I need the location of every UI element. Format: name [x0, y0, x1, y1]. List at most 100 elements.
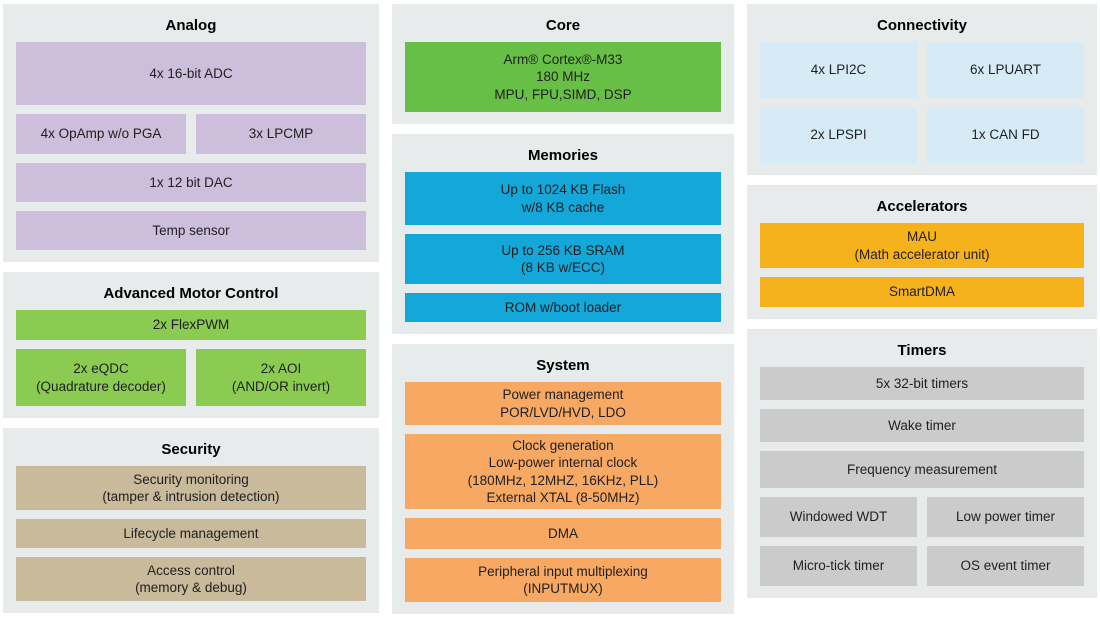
block-adc: 4x 16-bit ADC — [16, 42, 366, 105]
column-middle: Core Arm® Cortex®-M33 180 MHz MPU, FPU,S… — [391, 4, 734, 614]
block-label: Micro-tick timer — [792, 558, 885, 574]
panel-body-system: Power management POR/LVD/HVD, LDO Clock … — [404, 382, 721, 602]
block-label: Up to 1024 KB Flash — [500, 182, 626, 198]
panel-core: Core Arm® Cortex®-M33 180 MHz MPU, FPU,S… — [391, 4, 734, 124]
block-label: 2x LPSPI — [810, 127, 867, 143]
block-micro-tick-timer: Micro-tick timer — [759, 546, 917, 586]
block-opamp: 4x OpAmp w/o PGA — [16, 114, 186, 154]
block-label: (8 KB w/ECC) — [520, 260, 605, 275]
block-label: 2x eQDC — [73, 361, 129, 377]
panel-title-memories: Memories — [527, 147, 598, 164]
block-label: Wake timer — [888, 417, 956, 433]
block-label: (tamper & intrusion detection) — [102, 489, 280, 504]
block-label: 6x LPUART — [969, 62, 1042, 78]
block-mau: MAU (Math accelerator unit) — [759, 223, 1084, 268]
panel-title-analog: Analog — [165, 17, 217, 34]
block-label: 1x 12 bit DAC — [149, 174, 233, 190]
block-lpi2c: 4x LPI2C — [759, 42, 917, 98]
panel-body-memories: Up to 1024 KB Flash w/8 KB cache Up to 2… — [404, 172, 721, 322]
motor-row: 2x eQDC (Quadrature decoder) 2x AOI (AND… — [16, 349, 366, 406]
block-canfd: 1x CAN FD — [927, 107, 1085, 163]
block-label: w/8 KB cache — [521, 199, 605, 215]
panel-body-analog: 4x 16-bit ADC 4x OpAmp w/o PGA 3x LPCMP … — [16, 42, 366, 250]
block-label: Security monitoring — [133, 471, 249, 487]
block-label: (INPUTMUX) — [523, 581, 603, 596]
block-label: 5x 32-bit timers — [875, 375, 969, 391]
connectivity-row: 4x LPI2C 6x LPUART — [759, 42, 1085, 98]
block-label: SmartDMA — [888, 284, 955, 300]
block-inputmux: Peripheral input multiplexing (INPUTMUX) — [404, 558, 721, 602]
block-label: MPU, FPU,SIMD, DSP — [494, 86, 632, 102]
block-cortex-m33: Arm® Cortex®-M33 180 MHz MPU, FPU,SIMD, … — [404, 42, 721, 112]
column-left: Analog 4x 16-bit ADC 4x OpAmp w/o PGA 3x… — [3, 4, 379, 614]
block-label: Lifecycle management — [123, 525, 259, 541]
panel-title-system: System — [536, 357, 590, 374]
block-label: OS event timer — [960, 558, 1051, 574]
panel-security: Security Security monitoring (tamper & i… — [3, 428, 379, 613]
block-security-monitoring: Security monitoring (tamper & intrusion … — [16, 466, 366, 510]
block-label: POR/LVD/HVD, LDO — [500, 404, 626, 420]
panel-body-motor-control: 2x FlexPWM 2x eQDC (Quadrature decoder) … — [16, 310, 366, 406]
panel-body-accelerators: MAU (Math accelerator unit) SmartDMA — [759, 223, 1084, 307]
block-wake-timer: Wake timer — [759, 409, 1084, 442]
block-label: 1x CAN FD — [971, 127, 1040, 143]
block-label: Peripheral input multiplexing — [478, 563, 648, 579]
block-smartdma: SmartDMA — [759, 277, 1084, 307]
block-low-power-timer: Low power timer — [927, 497, 1085, 537]
panel-body-timers: 5x 32-bit timers Wake timer Frequency me… — [759, 367, 1085, 586]
block-flexpwm: 2x FlexPWM — [16, 310, 366, 340]
panel-body-connectivity: 4x LPI2C 6x LPUART 2x LPSPI 1x CAN FD — [759, 42, 1085, 163]
block-label: (180MHz, 12MHZ, 16KHz, PLL) — [467, 472, 659, 488]
block-label: Power management — [502, 387, 624, 403]
block-label: Up to 256 KB SRAM — [501, 242, 625, 258]
panel-memories: Memories Up to 1024 KB Flash w/8 KB cach… — [391, 134, 734, 334]
block-label: Low power timer — [955, 509, 1056, 525]
panel-title-connectivity: Connectivity — [876, 17, 967, 34]
block-access-control: Access control (memory & debug) — [16, 557, 366, 601]
block-label: (Quadrature decoder) — [36, 378, 166, 394]
block-dac: 1x 12 bit DAC — [16, 163, 366, 202]
block-label: Arm® Cortex®-M33 — [503, 52, 623, 68]
block-label: (Math accelerator unit) — [854, 246, 990, 262]
block-label: 4x OpAmp w/o PGA — [40, 126, 162, 142]
block-label: ROM w/boot loader — [504, 299, 622, 315]
timers-row: Micro-tick timer OS event timer — [759, 546, 1085, 586]
block-dma: DMA — [404, 518, 721, 549]
block-os-event-timer: OS event timer — [927, 546, 1085, 586]
block-label: 2x FlexPWM — [152, 317, 230, 333]
block-label: Low-power internal clock — [488, 455, 638, 471]
panel-title-core: Core — [545, 17, 581, 34]
panel-body-core: Arm® Cortex®-M33 180 MHz MPU, FPU,SIMD, … — [404, 42, 721, 112]
panel-advanced-motor-control: Advanced Motor Control 2x FlexPWM 2x eQD… — [3, 272, 379, 418]
block-label: Frequency measurement — [846, 461, 998, 477]
panel-title-security: Security — [161, 441, 221, 458]
block-rom: ROM w/boot loader — [404, 293, 721, 322]
block-sram: Up to 256 KB SRAM (8 KB w/ECC) — [404, 234, 721, 284]
block-label: Windowed WDT — [789, 509, 888, 525]
panel-accelerators: Accelerators MAU (Math accelerator unit)… — [746, 185, 1097, 319]
panel-title-motor-control: Advanced Motor Control — [103, 285, 279, 302]
block-label: Access control — [147, 562, 235, 578]
block-label: MAU — [906, 229, 937, 245]
block-32bit-timers: 5x 32-bit timers — [759, 367, 1084, 400]
timers-row: Windowed WDT Low power timer — [759, 497, 1085, 537]
block-windowed-wdt: Windowed WDT — [759, 497, 917, 537]
block-lpspi: 2x LPSPI — [759, 107, 917, 163]
panel-timers: Timers 5x 32-bit timers Wake timer Frequ… — [746, 329, 1097, 598]
panel-system: System Power management POR/LVD/HVD, LDO… — [391, 344, 734, 614]
connectivity-row: 2x LPSPI 1x CAN FD — [759, 107, 1085, 163]
block-label: (AND/OR invert) — [231, 378, 331, 394]
block-label: Clock generation — [512, 437, 614, 453]
analog-row: 4x OpAmp w/o PGA 3x LPCMP — [16, 114, 366, 154]
panel-analog: Analog 4x 16-bit ADC 4x OpAmp w/o PGA 3x… — [3, 4, 379, 262]
panel-title-timers: Timers — [897, 342, 947, 359]
block-label: 180 MHz — [535, 69, 590, 85]
block-lpuart: 6x LPUART — [927, 42, 1085, 98]
block-label: 4x LPI2C — [810, 62, 867, 78]
panel-body-security: Security monitoring (tamper & intrusion … — [16, 466, 366, 601]
block-label: (memory & debug) — [135, 580, 247, 595]
panel-title-accelerators: Accelerators — [876, 198, 968, 215]
block-label: 2x AOI — [260, 361, 302, 377]
block-label: Temp sensor — [152, 222, 230, 238]
